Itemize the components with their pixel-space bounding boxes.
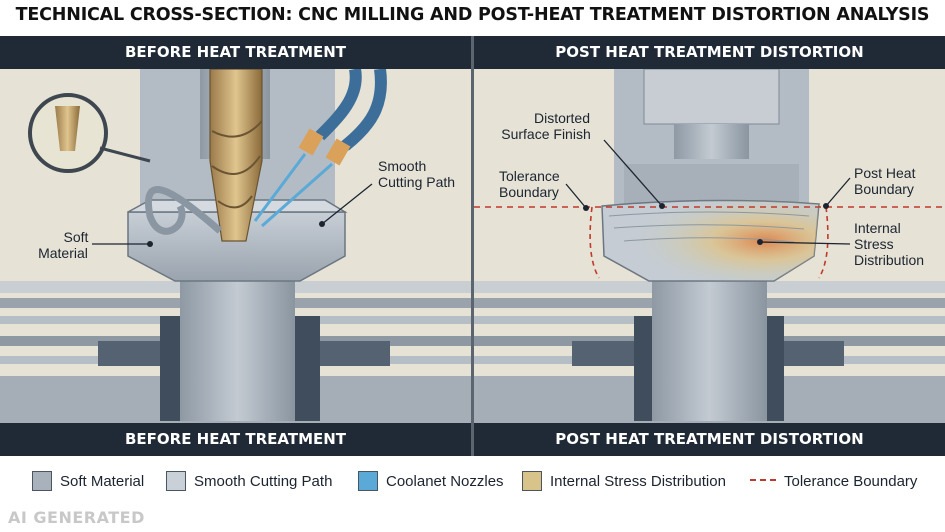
before-header: BEFORE HEAT TREATMENT [0, 36, 471, 69]
legend-swatch [358, 471, 378, 491]
legend-swatch [32, 471, 52, 491]
end-mill-tool [209, 68, 263, 242]
legend-label: Tolerance Boundary [784, 472, 918, 490]
before-footer: BEFORE HEAT TREATMENT [0, 423, 471, 456]
coolant-spray [253, 153, 333, 228]
legend: Soft Material Smooth Cutting Path Coolan… [0, 462, 945, 498]
legend-item-coolant-nozzles: Coolanet Nozzles [358, 470, 504, 492]
ai-generated-watermark: AI GENERATED [8, 508, 145, 527]
legend-swatch [166, 471, 186, 491]
legend-dash [750, 479, 776, 483]
diagram-title: TECHNICAL CROSS-SECTION: CNC MILLING AND… [15, 5, 930, 25]
legend-item-soft-material: Soft Material [32, 470, 144, 492]
metal-chip [145, 186, 223, 235]
legend-item-smooth-cutting-path: Smooth Cutting Path [166, 470, 332, 492]
after-header: POST HEAT TREATMENT DISTORTION [474, 36, 945, 69]
coolant-hose [315, 67, 362, 141]
legend-label: Internal Stress Distribution [550, 472, 726, 490]
workpiece-pedestal [180, 281, 295, 421]
legend-swatch [522, 471, 542, 491]
panel-divider [471, 36, 474, 456]
coolant-nozzle [298, 128, 324, 156]
legend-item-internal-stress: Internal Stress Distribution [522, 470, 726, 492]
stress-heatmap [602, 200, 819, 281]
legend-label: Soft Material [60, 472, 145, 490]
legend-label: Smooth Cutting Path [194, 472, 333, 490]
legend-item-tolerance-boundary: Tolerance Boundary [750, 470, 917, 492]
legend-label: Coolanet Nozzles [386, 472, 504, 490]
after-footer: POST HEAT TREATMENT DISTORTION [474, 423, 945, 456]
